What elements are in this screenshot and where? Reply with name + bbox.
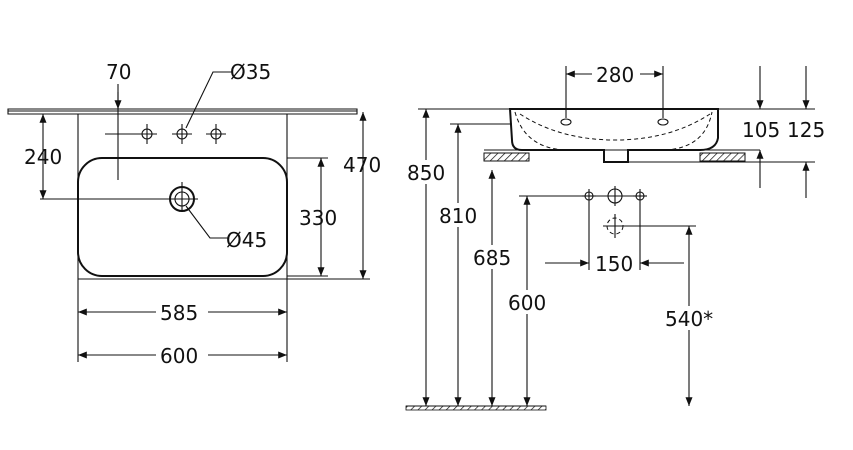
dim-600-label: 600: [160, 344, 198, 368]
plan-view: 70 Ø35 240 Ø45 330 470 585 600: [7, 60, 381, 368]
dim-470-label: 470: [343, 153, 381, 177]
basin-rim-top: [7, 108, 358, 115]
bowl-hidden-line: [514, 111, 713, 151]
bracket-left: [483, 152, 530, 162]
dim-330-label: 330: [299, 206, 337, 230]
bracket-right: [699, 152, 746, 162]
dim-125-label: 125: [787, 118, 825, 142]
dim-685-label: 685: [473, 246, 511, 270]
basin-body: [508, 108, 719, 163]
trap-point: [603, 214, 696, 238]
leader-45: [185, 205, 228, 239]
leader-35: [185, 71, 232, 129]
supply-points: [582, 186, 647, 206]
dim-45-label: Ø45: [226, 228, 267, 252]
tap-holes: [105, 124, 226, 144]
dim-150-label: 150: [595, 252, 633, 276]
waste-hole: [40, 182, 198, 212]
bowl-outline: [77, 157, 288, 277]
dim-600-elev-label: 600: [508, 291, 546, 315]
dim-70-label: 70: [106, 60, 131, 84]
dim-810-label: 810: [439, 204, 477, 228]
dim-540-label: 540*: [665, 307, 713, 331]
elev-tap-left: [560, 118, 572, 126]
elev-tap-right: [657, 118, 669, 126]
dim-105-label: 105: [742, 118, 780, 142]
dim-240-label: 240: [24, 145, 62, 169]
elevation-view: 280 105 125 850 810 685 600: [405, 62, 825, 411]
dim-850-label: 850: [407, 161, 445, 185]
basin-outline: [77, 114, 288, 318]
dim-35-label: Ø35: [230, 60, 271, 84]
dim-280-label: 280: [596, 63, 634, 87]
dim-585-label: 585: [160, 301, 198, 325]
